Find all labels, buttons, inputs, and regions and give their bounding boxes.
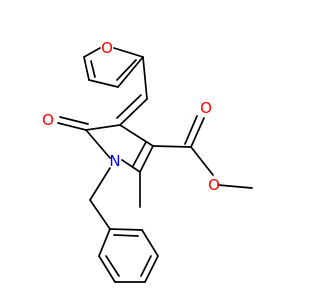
bond-ph-4-5 <box>144 255 159 283</box>
bond-furan-c5-c4 <box>83 56 90 81</box>
bond-furan-c3-c2 <box>117 56 144 88</box>
pyrrolone-ring <box>85 124 154 173</box>
atom-n-ring-text: N <box>109 152 120 170</box>
molecule-structure: O O O O N <box>42 39 253 283</box>
bond-n-ch2 <box>89 167 111 201</box>
bond-ph-2-3 <box>98 255 116 283</box>
bond-c2-c3-inner <box>132 141 147 167</box>
bond-c4-c5 <box>85 124 121 131</box>
atom-label-o-furan: O <box>101 39 113 57</box>
methylidene-linker <box>116 56 148 126</box>
bond-furan-ch <box>142 56 148 100</box>
bond-ph-2-3-inner <box>105 255 120 277</box>
bond-ph-6-1 <box>109 228 143 231</box>
atom-o-ester-carbonyl-text: O <box>200 99 212 117</box>
bond-furan-o-c5 <box>83 47 101 58</box>
atom-o-furan-text: O <box>101 39 113 57</box>
furan-ring <box>83 47 144 88</box>
bond-ph-4-5-inner <box>140 255 152 277</box>
bond-ester-c-o-double <box>190 117 205 148</box>
bond-ester-o-methyl <box>217 184 253 189</box>
bond-furan-c4-c3 <box>88 79 119 88</box>
atom-o-ketone-text: O <box>42 111 54 129</box>
bond-c5-o-ketone-inner <box>59 116 89 125</box>
bond-n1-c2 <box>121 159 141 173</box>
bond-ch-c4-double-inner <box>116 94 142 119</box>
atom-label-o-ester-ether: O <box>208 176 220 194</box>
ketone-group <box>57 116 89 131</box>
methyl-ester-group <box>152 115 253 189</box>
atom-o-ester-ether-text: O <box>208 176 220 194</box>
bond-ester-c-o-single <box>190 146 214 176</box>
bond-furan-c1-o <box>113 47 144 58</box>
bond-c3-c4 <box>119 124 154 147</box>
bond-ch2-phenyl <box>89 199 111 230</box>
atom-label-n-ring: N <box>109 152 120 170</box>
bond-c5-o-ketone <box>57 122 87 131</box>
bond-ph-5-6 <box>141 229 159 257</box>
bond-c5-n1 <box>85 129 111 159</box>
bond-furan-c5-c4-inner <box>90 60 96 78</box>
bond-ester-c-o-double-inner <box>184 115 198 145</box>
phenyl-ring <box>98 228 159 283</box>
bond-c2-c3 <box>139 145 154 173</box>
bond-c3-ester-c <box>152 145 192 148</box>
bond-ph-1-2 <box>98 228 111 257</box>
bond-ch-c4-double <box>119 98 148 126</box>
bond-ph-6-1-inner <box>113 234 139 237</box>
bond-furan-c3-c2-inner <box>116 59 137 81</box>
atom-label-o-ester-carbonyl: O <box>200 99 212 117</box>
molecule-canvas: O O O O N <box>42 39 253 283</box>
atom-label-o-ketone: O <box>42 111 54 129</box>
